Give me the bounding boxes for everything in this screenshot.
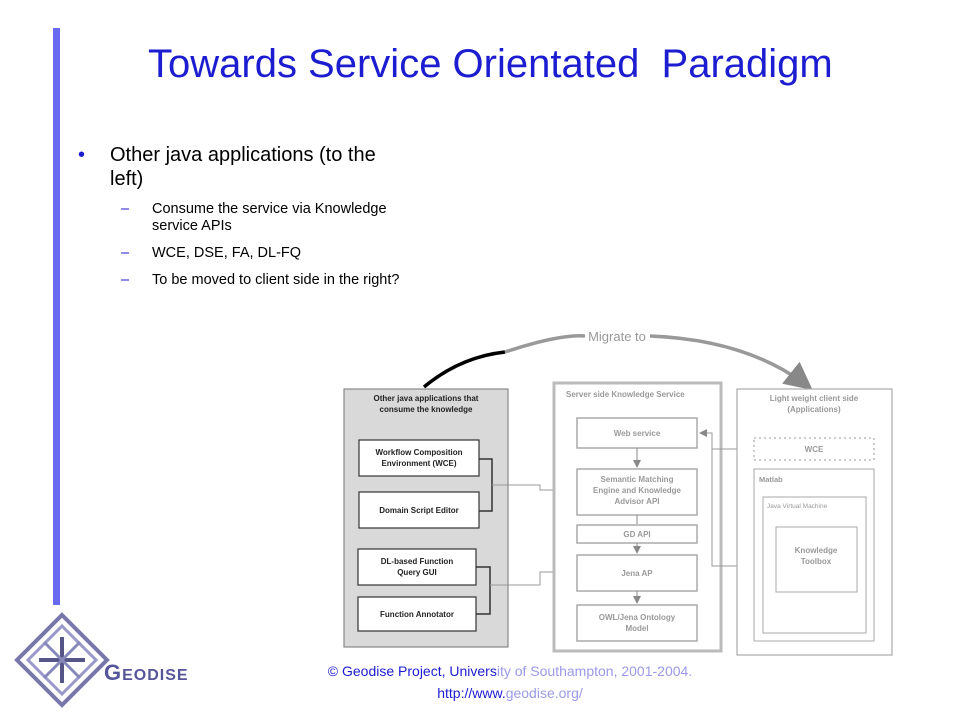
dlfq-box-label-1: DL-based Function	[381, 557, 454, 566]
matlab-label: Matlab	[759, 475, 783, 484]
bullet-item: • Other java applications (to the left)	[78, 143, 408, 191]
fa-box-label: Function Annotator	[380, 610, 454, 619]
footer: © Geodise Project, University of Southam…	[300, 660, 720, 704]
right-panel-title-1: Light weight client side	[770, 394, 859, 403]
migrate-arc-end	[649, 334, 813, 391]
sub-bullet-item: – Consume the service via Knowledge serv…	[78, 201, 408, 235]
web-service-box	[576, 417, 698, 449]
web-service-label: Web service	[614, 429, 661, 438]
left-panel-title-line1: Other java applications that	[374, 394, 479, 403]
gd-api-label: GD API	[623, 530, 650, 539]
right-panel-title-2: (Applications)	[787, 405, 841, 414]
jvm-label: Java Virtual Machine	[767, 503, 828, 510]
logo-first-letter: G	[104, 660, 123, 685]
jena-label: Jena AP	[621, 569, 653, 578]
sub-bullet-text: Consume the service via Knowledge servic…	[152, 201, 387, 234]
dse-box	[358, 491, 480, 529]
wce-box	[358, 439, 480, 477]
dlfq-box	[357, 548, 477, 586]
sub-bullet-text: To be moved to client side in the right?	[152, 272, 400, 288]
sme-label-2: Engine and Knowledge	[593, 486, 682, 495]
wce-box-label-1: Workflow Composition	[376, 448, 463, 457]
dlfq-box-label-2: Query GUI	[397, 568, 437, 577]
migrate-arc-mid	[504, 334, 586, 354]
migrate-label: Migrate to	[588, 329, 646, 344]
geodise-logo-icon	[14, 612, 110, 708]
sme-label-3: Advisor API	[614, 497, 659, 506]
bullet-dot-icon: •	[78, 144, 86, 166]
footer-url-dark[interactable]: http://www.	[437, 685, 506, 701]
jena-box	[576, 554, 698, 592]
wce-box-label-2: Environment (WCE)	[381, 459, 456, 468]
sub-bullet-item: – WCE, DSE, FA, DL-FQ	[78, 245, 408, 262]
bullet-list: • Other java applications (to the left) …	[78, 143, 408, 289]
sme-label-1: Semantic Matching	[601, 475, 674, 484]
dash-icon: –	[121, 201, 130, 217]
geodise-logo-text: GEODISE	[104, 660, 189, 686]
middle-panel-title: Server side Knowledge Service	[566, 390, 685, 399]
sub-bullet-text: WCE, DSE, FA, DL-FQ	[152, 245, 302, 261]
dash-icon: –	[121, 245, 130, 261]
slide-title: Towards Service Orientated Paradigm	[148, 42, 833, 86]
client-wce-box	[753, 437, 875, 461]
footer-copyright-light: ity of Southampton, 2001-2004.	[496, 663, 693, 679]
owl-label-1: OWL/Jena Ontology	[599, 613, 676, 622]
sub-bullet-item: – To be moved to client side in the righ…	[78, 272, 408, 289]
bullet-text: Other java applications (to the left)	[110, 144, 376, 190]
left-panel-title-line2: consume the knowledge	[380, 405, 473, 414]
footer-url-light[interactable]: geodise.org/	[505, 685, 583, 701]
migrate-arc-start	[422, 350, 506, 389]
accent-bar	[53, 28, 60, 605]
client-wce-label: WCE	[805, 445, 824, 454]
fa-box	[357, 596, 477, 632]
toolbox-box	[775, 526, 858, 593]
footer-copyright-dark: © Geodise Project, Univers	[327, 663, 497, 679]
owl-box	[576, 604, 698, 642]
footer-line1: © Geodise Project, University of Southam…	[300, 660, 720, 682]
toolbox-label-2: Toolbox	[801, 557, 832, 566]
bracket-bottom	[476, 566, 491, 615]
owl-label-2: Model	[625, 624, 648, 633]
logo-rest: EODISE	[122, 667, 189, 684]
sme-box	[576, 468, 698, 516]
dse-box-label: Domain Script Editor	[379, 506, 459, 515]
toolbox-label-1: Knowledge	[795, 546, 838, 555]
dash-icon: –	[121, 272, 130, 288]
footer-line2[interactable]: http://www.geodise.org/	[300, 682, 720, 704]
